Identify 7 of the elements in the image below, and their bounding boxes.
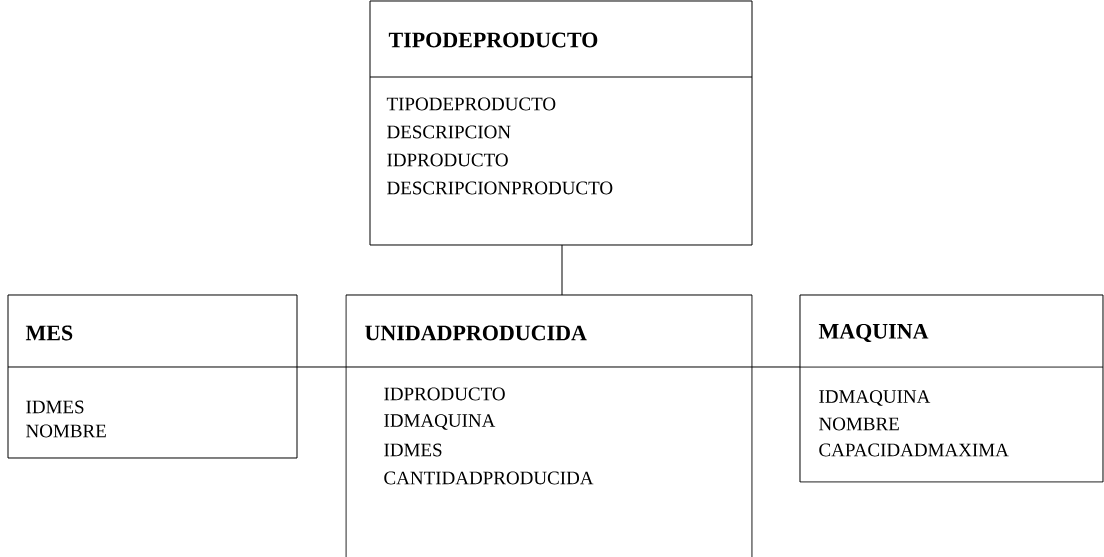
connector-line	[296, 366, 347, 368]
entity-box: TIPODEPRODUCTO TIPODEPRODUCTO DESCRIPCION IDPRODUCTO DESCRIPCIONPRODUCTO	[369, 0, 753, 246]
connector-line	[751, 366, 801, 368]
entity-box: MES IDMES NOMBRE	[7, 294, 298, 459]
entity-box: UNIDADPRODUCIDA IDPRODUCTO IDMAQUINA IDMES CANTIDADPRODUCIDA	[345, 294, 753, 557]
entity-box: MAQUINA IDMAQUINA NOMBRE CAPACIDADMAXIMA	[799, 294, 1104, 483]
connector-line	[561, 244, 563, 296]
